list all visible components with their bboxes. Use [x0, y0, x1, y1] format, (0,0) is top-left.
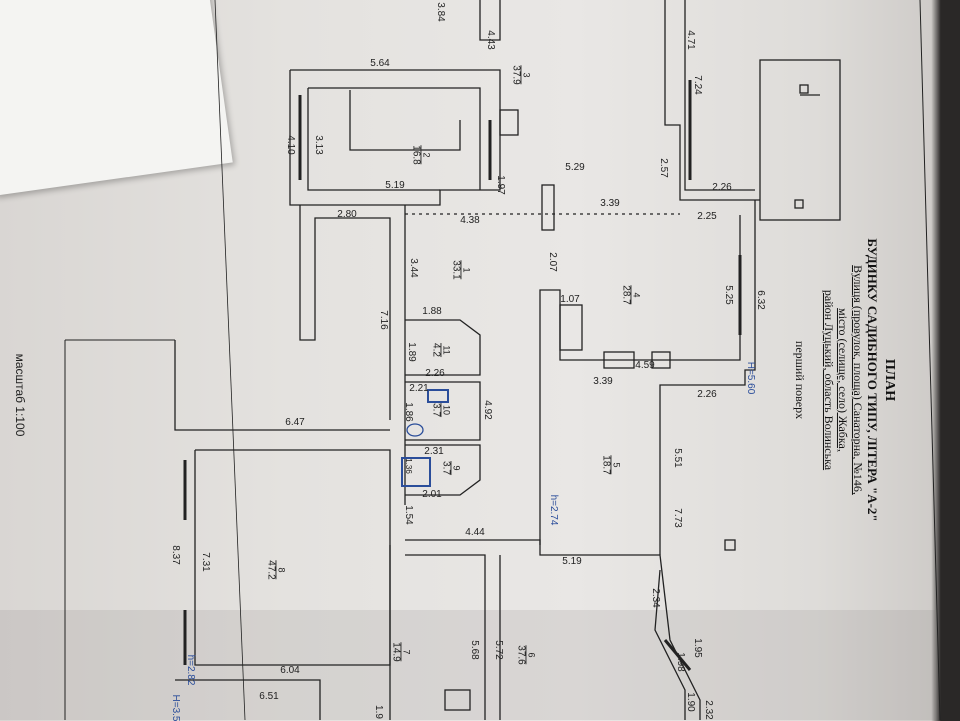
dimension-label: 2.31 — [424, 446, 444, 457]
title-plan: ПЛАН — [881, 358, 897, 402]
dimension-label: 5.51 — [672, 448, 683, 468]
height-label: H=5.60 — [745, 361, 756, 395]
dimension-label: 2.25 — [697, 211, 717, 222]
dimension-label: 5.29 — [565, 162, 585, 173]
dimension-label: 5.19 — [385, 180, 405, 191]
height-label: H=3.5 — [170, 694, 181, 721]
height-label: h=2.74 — [548, 494, 559, 526]
dimension-label: 8.37 — [170, 545, 181, 565]
dimension-label: 3.13 — [313, 135, 324, 155]
title-floor: перший поверх — [793, 340, 808, 420]
dimension-label: 2.01 — [422, 489, 442, 500]
dimension-label: 2.57 — [658, 158, 669, 178]
dimension-label: 5.19 — [562, 556, 582, 567]
title-building: БУДИНКУ САДИБНОГО ТИПУ, ЛІТЕРА "А-2" — [865, 238, 881, 522]
dimension-label: 1.90 — [685, 692, 696, 712]
dimension-label: 3.84 — [435, 2, 446, 22]
dimension-label: 4.10 — [285, 135, 296, 155]
dimension-label: 7.31 — [200, 552, 211, 572]
dimension-label: 5.25 — [723, 285, 734, 305]
title-town: місто (селище, село) Жабка, — [836, 308, 851, 452]
dimension-label: 1.89 — [406, 342, 417, 362]
dimension-label: 4.92 — [482, 400, 493, 420]
dimension-label: 1.97 — [495, 175, 506, 195]
dimension-label: 4.43 — [485, 30, 496, 50]
dimension-label: 2.80 — [337, 209, 357, 220]
dimension-label: 6.47 — [285, 417, 305, 428]
dimension-label: 1.95 — [692, 638, 703, 658]
dimension-label: 2.34 — [650, 588, 661, 608]
dimension-label: 1.86 — [403, 402, 414, 422]
dimension-label: 4.59 — [635, 360, 655, 371]
dimension-label: 1.07 — [560, 294, 580, 305]
dimension-label: 2.26 — [425, 368, 445, 379]
dimension-label: 2.32 — [703, 700, 714, 720]
dimension-label: 2.07 — [547, 252, 558, 272]
dimension-label: 1.9 — [373, 705, 384, 719]
scale-label: масштаб 1:100 — [13, 353, 27, 437]
dimension-label: 3.39 — [600, 198, 620, 209]
paper-fold-shadow — [0, 610, 935, 720]
dimension-label: 1.88 — [422, 306, 442, 317]
dimension-label: 6.04 — [280, 665, 300, 676]
dimension-label: 3.44 — [408, 258, 419, 278]
dimension-label: 2.26 — [712, 182, 732, 193]
dimension-label: 5.72 — [493, 640, 504, 660]
dimension-label: 5.68 — [469, 640, 480, 660]
dimension-label: 1.36 — [404, 458, 413, 474]
dimension-label: 2.26 — [697, 389, 717, 400]
dimension-label: 7.73 — [672, 508, 683, 528]
title-block: ПЛАН БУДИНКУ САДИБНОГО ТИПУ, ЛІТЕРА "А-2… — [793, 170, 897, 590]
dimension-label: 6.32 — [755, 290, 766, 310]
height-label: h=2.82 — [185, 654, 196, 686]
dimension-label: 2.21 — [409, 383, 429, 394]
dimension-label: 1.98 — [675, 652, 686, 672]
title-region: район Луцький, область Волинська — [821, 289, 836, 471]
dimension-label: 4.44 — [465, 527, 485, 538]
title-street: Вулиця (провулок, площа) Санаторна, №146… — [850, 265, 865, 495]
dimension-label: 7.24 — [692, 75, 703, 95]
dimension-label: 4.71 — [685, 30, 696, 50]
dimension-label: 7.16 — [378, 310, 389, 330]
dimension-label: 1.54 — [403, 505, 414, 525]
dimension-label: 3.39 — [593, 376, 613, 387]
dimension-label: 4.38 — [460, 215, 480, 226]
dimension-label: 5.64 — [370, 58, 390, 69]
dimension-label: 6.51 — [259, 691, 279, 702]
